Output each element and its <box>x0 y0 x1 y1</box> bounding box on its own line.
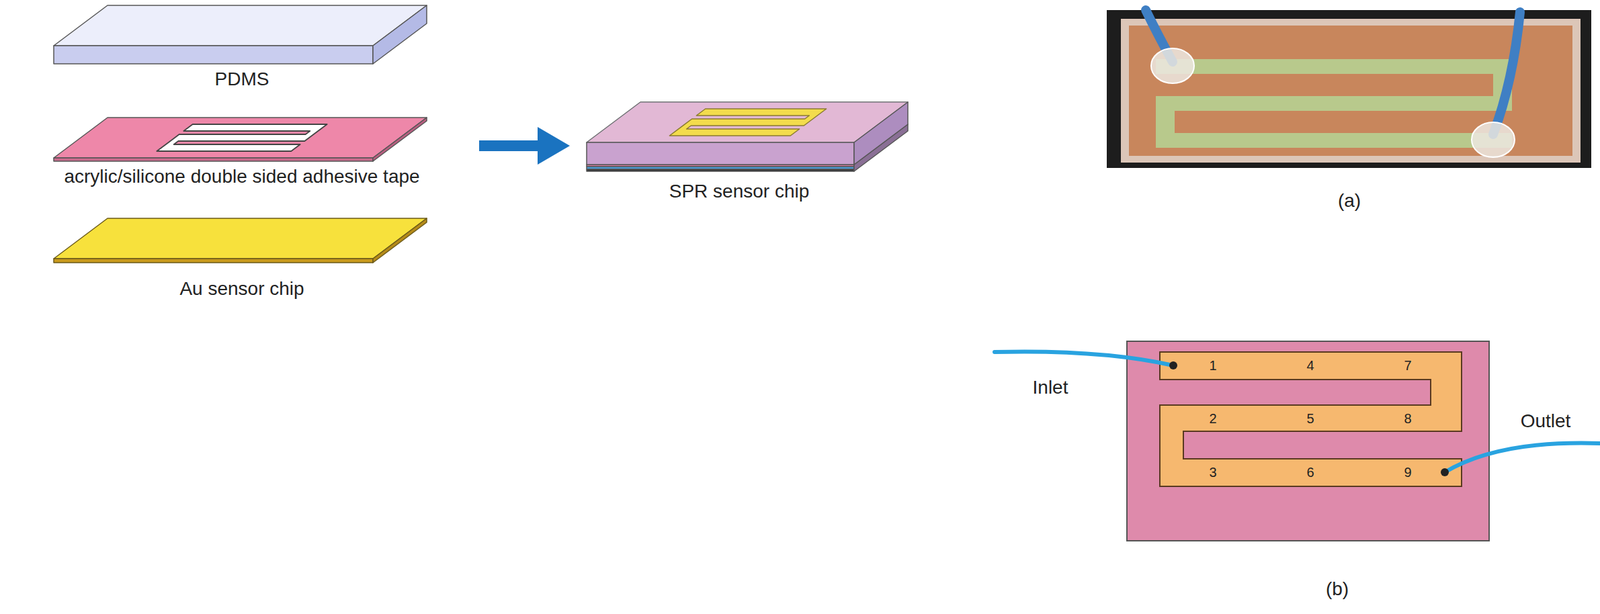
inlet-port <box>1169 361 1178 370</box>
photo-background <box>1106 10 1592 168</box>
photo-droplet <box>1471 122 1515 158</box>
photo-droplet <box>1151 48 1195 84</box>
au-top <box>53 218 427 259</box>
callout-number: 8 <box>1403 411 1412 427</box>
outlet-port <box>1440 468 1449 477</box>
callout-number: 6 <box>1306 465 1314 481</box>
port-label: Inlet <box>1032 376 1069 399</box>
callout-number: 9 <box>1403 465 1412 481</box>
pdms-side <box>372 5 427 64</box>
arrow-shaft <box>479 140 540 152</box>
au-front <box>53 258 373 263</box>
spr-top <box>586 102 908 143</box>
panel-label: (a) <box>1337 190 1361 212</box>
outlet-tube <box>1444 443 1600 473</box>
au-chip <box>53 218 427 263</box>
inlet-tube <box>994 351 1174 366</box>
callout-number: 1 <box>1208 358 1217 374</box>
tape-cutout <box>156 124 327 152</box>
port-label: Outlet <box>1520 410 1572 433</box>
spr-pdms-tint <box>586 102 908 143</box>
tape-side <box>372 117 427 162</box>
chip-schematic <box>994 341 1600 541</box>
callout-number: 5 <box>1306 411 1314 427</box>
pdms-slab <box>53 5 427 64</box>
callout-number: 2 <box>1208 411 1217 427</box>
photo-channel <box>1155 59 1512 148</box>
adhesive-tape <box>53 117 427 162</box>
au-side <box>372 218 427 263</box>
schematic-tape <box>1126 341 1490 541</box>
spr-bottom-edge <box>586 169 855 172</box>
part-label: acrylic/silicone double sided adhesive t… <box>63 165 420 188</box>
pdms-top <box>53 5 427 46</box>
callout-number: 4 <box>1306 358 1314 374</box>
photo-pdms <box>1120 18 1581 163</box>
pdms-front <box>53 45 373 64</box>
tape-front <box>53 157 373 162</box>
part-label: Au sensor chip <box>179 278 304 300</box>
callout-number: 3 <box>1208 465 1217 481</box>
callout-number: 7 <box>1403 358 1412 374</box>
schematic-channel <box>1159 352 1462 487</box>
spr-front <box>586 142 855 165</box>
spr-side <box>854 102 908 165</box>
chip-photo <box>1106 10 1592 168</box>
tape-top <box>53 117 427 158</box>
assembly-arrow <box>479 127 570 165</box>
spr-channel <box>669 108 826 136</box>
spr-chip <box>586 102 908 172</box>
arrow-head <box>537 127 570 165</box>
photo-tube <box>1493 12 1521 135</box>
part-label: PDMS <box>215 68 270 91</box>
panel-label: (b) <box>1325 578 1349 601</box>
part-label: SPR sensor chip <box>669 180 810 203</box>
